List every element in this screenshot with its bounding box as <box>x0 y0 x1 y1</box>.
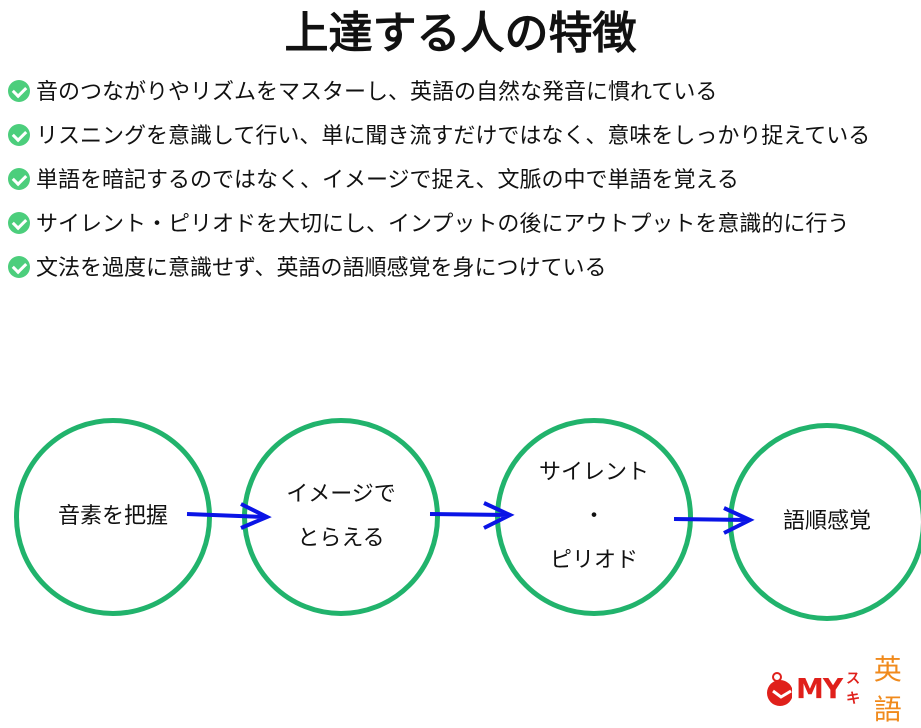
check-circle-icon <box>8 168 30 190</box>
list-item-text: 文法を過度に意識せず、英語の語順感覚を身につけている <box>36 256 607 281</box>
list-item: サイレント・ピリオドを大切にし、インプットの後にアウトプットを意識的に行う <box>8 203 921 247</box>
step-circle-silent-period: サイレント ・ ピリオド <box>495 418 693 616</box>
step-label: とらえる <box>297 526 385 551</box>
list-item-text: 単語を暗記するのではなく、イメージで捉え、文脈の中で単語を覚える <box>36 168 739 193</box>
check-circle-icon <box>8 124 30 146</box>
step-label: 語順感覚 <box>782 509 871 534</box>
step-label: ・ <box>582 504 605 529</box>
list-item-text: 音のつながりやリズムをマスターし、英語の自然な発音に慣れている <box>36 80 718 105</box>
list-item-text: サイレント・ピリオドを大切にし、インプットの後にアウトプットを意識的に行う <box>36 212 850 237</box>
step-circle-phoneme: 音素を把握 <box>14 418 212 616</box>
step-label: ピリオド <box>549 548 638 573</box>
check-circle-icon <box>8 212 30 234</box>
list-item: 文法を過度に意識せず、英語の語順感覚を身につけている <box>8 247 921 291</box>
step-label: イメージで <box>286 482 396 507</box>
list-item: リスニングを意識して行い、単に聞き流すだけではなく、意味をしっかり捉えている <box>8 115 921 159</box>
stopwatch-logo-icon <box>767 672 792 706</box>
check-circle-icon <box>8 80 30 102</box>
step-label: 音素を把握 <box>57 504 168 529</box>
arrow-right-icon <box>186 502 272 530</box>
arrow-right-icon <box>429 501 515 530</box>
step-circle-word-order: 語順感覚 <box>728 423 921 621</box>
list-item-text: リスニングを意識して行い、単に聞き流すだけではなく、意味をしっかり捉えている <box>36 124 871 149</box>
page-title: 上達する人の特徴 <box>284 8 637 59</box>
brand-logo: MY スキ 英語 <box>765 648 921 728</box>
list-item: 音のつながりやリズムをマスターし、英語の自然な発音に慣れている <box>8 71 921 115</box>
list-item: 単語を暗記するのではなく、イメージで捉え、文脈の中で単語を覚える <box>8 159 921 203</box>
logo-text: スキ <box>846 671 861 707</box>
logo-text: MY <box>795 671 843 705</box>
arrow-right-icon <box>673 506 755 535</box>
feature-list: 音のつながりやリズムをマスターし、英語の自然な発音に慣れている リスニングを意識… <box>8 71 921 291</box>
step-label: サイレント <box>538 460 649 485</box>
logo-text: 英語 <box>873 653 902 726</box>
check-circle-icon <box>8 256 30 278</box>
